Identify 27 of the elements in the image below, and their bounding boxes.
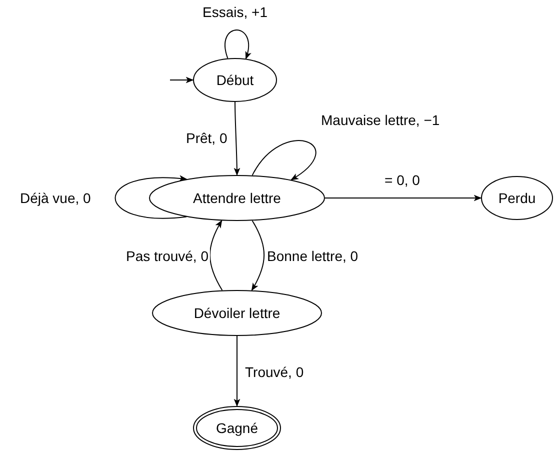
edge-label: Bonne lettre, 0 <box>266 248 360 264</box>
arrow <box>324 194 482 202</box>
loop-arrow <box>114 176 188 219</box>
state-name: Début <box>216 72 254 88</box>
loop-arrow <box>252 140 316 180</box>
edge-label: Mauvaise lettre, −1 <box>320 112 441 128</box>
arrow <box>234 102 240 176</box>
arrow <box>209 220 223 291</box>
edge-label: Déjà vue, 0 <box>19 190 92 206</box>
edge-label: Essais, +1 <box>202 4 268 20</box>
edge-label: = 0, 0 <box>384 172 421 188</box>
arrow <box>234 336 240 407</box>
arrow <box>170 76 194 84</box>
state-name: Attendre lettre <box>193 190 281 206</box>
loop-arrow <box>224 30 251 60</box>
edge-label: Pas trouvé, 0 <box>125 248 210 264</box>
state-name: Perdu <box>498 190 536 206</box>
state-ellipse <box>152 290 322 336</box>
edge-label: Prêt, 0 <box>185 130 228 146</box>
state-ellipse <box>481 176 553 220</box>
state-name: Gagné <box>216 420 258 436</box>
arrow <box>251 220 265 291</box>
state-ellipse <box>193 58 277 102</box>
state-name: Dévoiler lettre <box>194 305 280 321</box>
edge-label: Trouvé, 0 <box>244 364 305 380</box>
accepting-state-ellipse <box>193 406 281 450</box>
state-ellipse <box>149 175 325 221</box>
